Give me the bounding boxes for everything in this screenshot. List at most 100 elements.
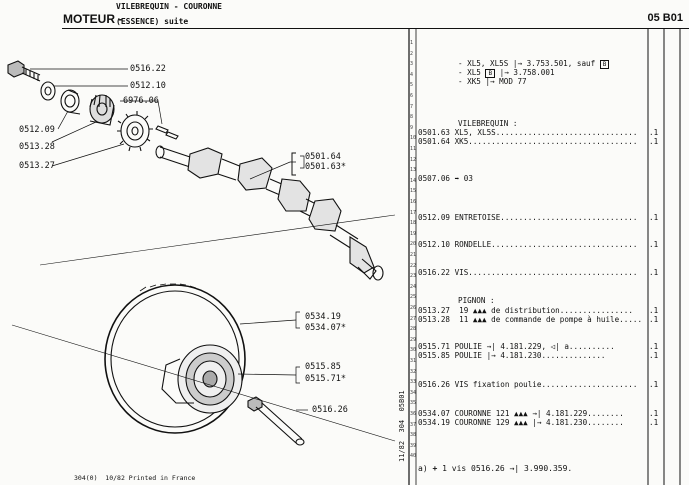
line-number: 6: [410, 93, 414, 99]
section-title-vilebrequin: VILEBREQUIN :: [458, 119, 518, 128]
callout-0512-10: 0512.10: [130, 81, 166, 91]
line-number: 15: [410, 188, 417, 195]
line-number: 8: [410, 114, 414, 121]
crankshaft-drawing: [155, 145, 384, 281]
line-number: 29: [410, 336, 417, 343]
key-drawing: [155, 125, 169, 134]
section-label: MOTEUR -: [63, 12, 123, 26]
line-number: 5: [410, 82, 414, 89]
line-number: 1: [410, 40, 414, 46]
part-row: 0534.07 COURONNE 121 ▲▲▲ →| 4.181.229...…: [418, 409, 624, 418]
callout-0513-27: 0513.27: [19, 161, 55, 171]
part-qty: .1: [649, 418, 659, 427]
line-number: 7: [410, 103, 414, 110]
line-number: 18: [410, 220, 417, 227]
wedge-icon: ◁|: [550, 342, 560, 351]
line-number: 30: [410, 347, 417, 354]
triple-triangle-icon: ▲▲▲: [514, 418, 528, 427]
note-line-2: - XL5 B |→ 3.758.001: [458, 68, 555, 78]
section-line-upper: [39, 214, 396, 266]
parts-list-columns: [408, 29, 681, 485]
line-number: 36: [410, 411, 417, 417]
line-number: 25: [410, 294, 417, 301]
part-row: 0501.63 XL5, XL5S.......................…: [418, 128, 638, 137]
callout-0513-28: 0513.28: [19, 142, 55, 152]
part-qty: .1: [649, 137, 659, 146]
part-row: 0516.26 VIS fixation poulie.............…: [418, 380, 638, 389]
line-number: 27: [410, 315, 417, 322]
bolt-drawing: [7, 60, 41, 82]
line-number: 22: [410, 262, 417, 269]
arrow-from-icon: |→: [499, 68, 509, 77]
callout-6976-06: 6976.06: [123, 96, 159, 106]
part-qty: .1: [649, 128, 659, 137]
arrow-from-icon: |→: [486, 351, 496, 360]
arrow-from-icon: |→: [532, 418, 542, 427]
line-number: 19: [410, 230, 417, 237]
part-qty: .1: [649, 380, 659, 389]
line-number: 16: [410, 199, 417, 205]
callout-0516-22: 0516.22: [130, 64, 166, 74]
callout-0534-19: 0534.19: [305, 312, 341, 322]
line-number: 26: [410, 305, 417, 311]
variant-box: B: [599, 59, 610, 69]
pulley-bolt-drawing: [247, 396, 305, 446]
line-number: 40: [410, 453, 417, 460]
line-number: 9: [410, 124, 414, 131]
footnote: a) + 1 vis 0516.26 →| 3.990.359.: [418, 464, 573, 473]
line-number: 33: [410, 379, 417, 386]
line-number: 24: [410, 283, 417, 290]
line-number: 17: [410, 209, 417, 216]
arrow-until-icon: →|: [486, 342, 496, 351]
line-number: 4: [410, 71, 414, 78]
line-number: 2: [410, 50, 414, 57]
part-qty: .1: [649, 315, 659, 324]
callout-0501-63: 0501.63*: [305, 162, 346, 172]
crankshaft-bracket: [291, 152, 296, 176]
ring-gear-drawing: [104, 283, 246, 434]
line-number: 39: [410, 442, 417, 449]
line-number: 21: [410, 252, 417, 258]
line-number: 31: [410, 358, 417, 364]
line-number: 11: [410, 146, 417, 152]
page-reference: 05 B01: [647, 12, 683, 24]
part-qty: .1: [649, 351, 659, 360]
washer-drawing: [40, 81, 56, 101]
part-qty: .1: [649, 213, 659, 222]
exploded-view-drawing: [7, 60, 396, 446]
line-number: 23: [410, 273, 417, 280]
arrow-until-icon: →|: [509, 464, 520, 473]
arrow-from-icon: |→: [485, 77, 495, 86]
part-row: 0515.85 POULIE |→ 4.181.230.............…: [418, 351, 606, 360]
line-number: 28: [410, 326, 417, 333]
timing-sprocket-drawing: [117, 111, 153, 152]
line-number: 3: [410, 61, 414, 68]
callout-0515-85: 0515.85: [305, 362, 341, 372]
line-number: 38: [410, 432, 417, 439]
page-title: VILEBREQUIN - COURONNE: [116, 2, 222, 11]
part-row: 0534.19 COURONNE 129 ▲▲▲ |→ 4.181.230...…: [418, 418, 624, 427]
arrow-right-icon: ➡: [454, 174, 460, 183]
line-number: 32: [410, 368, 417, 375]
line-number: 35: [410, 400, 417, 407]
footer-print-note: 304(0) 10/82 Printed in France: [74, 474, 196, 482]
line-number: 20: [410, 241, 417, 248]
part-row: 0515.71 POULIE →| 4.181.229, ◁| a.......…: [418, 342, 615, 351]
triple-triangle-icon: ▲▲▲: [472, 306, 487, 315]
part-qty: .1: [649, 240, 659, 249]
line-number: 34: [410, 389, 417, 396]
part-row: 0501.64 XK5.............................…: [418, 137, 638, 146]
part-row: 0513.28 11 ▲▲▲ de commande de pompe à hu…: [418, 315, 643, 324]
part-qty: .1: [649, 409, 659, 418]
part-row: 0516.22 VIS.............................…: [418, 268, 638, 277]
plus-icon: +: [432, 464, 438, 473]
line-number: 13: [410, 167, 417, 174]
part-qty: .1: [649, 342, 659, 351]
part-qty: .1: [649, 306, 659, 315]
callout-0501-64: 0501.64: [305, 152, 341, 162]
line-number: 14: [410, 177, 417, 184]
callout-0512-09: 0512.09: [19, 125, 55, 135]
note-line-3: - XK5 |→ MOD 77: [458, 77, 527, 86]
arrow-from-icon: |→: [512, 59, 523, 68]
part-row: 0512.10 RONDELLE........................…: [418, 240, 638, 249]
